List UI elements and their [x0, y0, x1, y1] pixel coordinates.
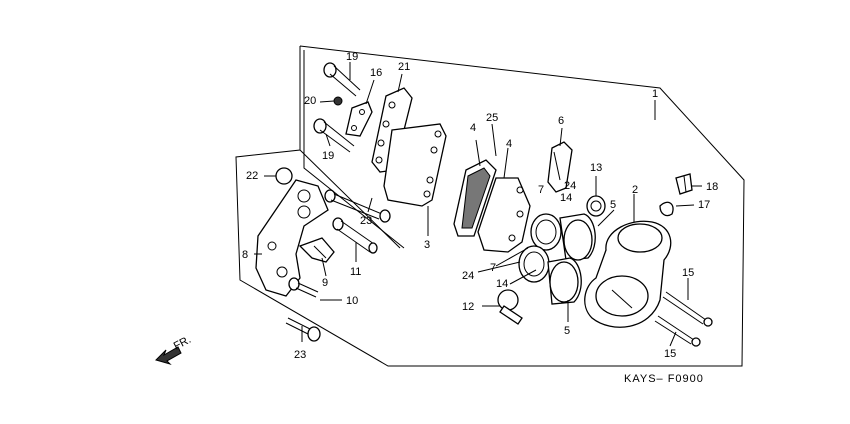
bleeder-cap — [586, 195, 606, 217]
callout-25: 25 — [486, 112, 498, 124]
pin-11 — [332, 217, 378, 254]
callouts: 1 19 16 21 20 19 4 25 4 6 13 2 7 24 14 5… — [242, 51, 718, 361]
retainer-clip — [298, 237, 335, 263]
bolt-19-upper — [323, 62, 361, 97]
callout-12: 12 — [462, 301, 474, 313]
bolt-10 — [288, 277, 319, 298]
brake-pad-inner — [477, 177, 531, 253]
callout-23: 23 — [360, 215, 372, 227]
slide-pin-lower — [654, 315, 701, 347]
callout-21: 21 — [398, 61, 410, 73]
pad-shim — [383, 123, 447, 207]
brake-pad-outer — [453, 159, 497, 237]
callout-11: 11 — [350, 266, 361, 278]
callout-5: 5 — [564, 325, 570, 337]
front-direction-indicator: FR. — [155, 334, 193, 366]
callout-14: 14 — [560, 192, 572, 204]
bolt-12 — [497, 289, 523, 325]
callout-22: 22 — [246, 170, 258, 182]
leader-lines — [254, 62, 702, 347]
callout-24: 24 — [564, 180, 576, 192]
callout-16: 16 — [370, 67, 382, 79]
callout-15: 15 — [664, 348, 676, 360]
callout-19: 19 — [346, 51, 358, 63]
callout-4: 4 — [470, 122, 476, 134]
callout-9: 9 — [322, 277, 328, 289]
bolt-19-lower — [313, 118, 355, 153]
bolt-group-frame — [303, 50, 405, 249]
callout-7: 7 — [538, 184, 544, 196]
nut-20 — [333, 96, 343, 106]
bleed-screw — [675, 173, 693, 195]
callout-13: 13 — [590, 162, 602, 174]
callout-5: 5 — [610, 199, 616, 211]
callout-4: 4 — [506, 138, 512, 150]
callout-8: 8 — [242, 249, 248, 261]
callout-24: 24 — [462, 270, 474, 282]
bolt-23-upper — [324, 189, 391, 223]
callout-19: 19 — [322, 150, 334, 162]
callout-23: 23 — [294, 349, 306, 361]
nut-22 — [275, 167, 293, 185]
clip-bracket — [345, 101, 373, 137]
callout-17: 17 — [698, 199, 710, 211]
piston-upper — [559, 213, 596, 261]
callout-15: 15 — [682, 267, 694, 279]
callout-6: 6 — [558, 115, 564, 127]
front-label: FR. — [172, 334, 193, 353]
piston-lower — [547, 257, 582, 305]
callout-20: 20 — [304, 95, 316, 107]
callout-10: 10 — [346, 295, 358, 307]
callout-18: 18 — [706, 181, 718, 193]
bolt-23-lower — [285, 317, 321, 342]
callout-7: 7 — [490, 262, 496, 274]
callout-2: 2 — [632, 184, 638, 196]
slide-pin-upper — [662, 291, 713, 327]
piston-seal-upper — [530, 213, 562, 251]
caliper-body — [584, 220, 672, 328]
callout-14: 14 — [496, 278, 508, 290]
diagram-code: KAYS– F0900 — [624, 373, 704, 385]
callout-1: 1 — [652, 88, 658, 100]
pad-spring — [547, 141, 573, 193]
bleed-cap — [659, 201, 674, 217]
callout-3: 3 — [424, 239, 430, 251]
caliper-bracket — [255, 179, 329, 297]
